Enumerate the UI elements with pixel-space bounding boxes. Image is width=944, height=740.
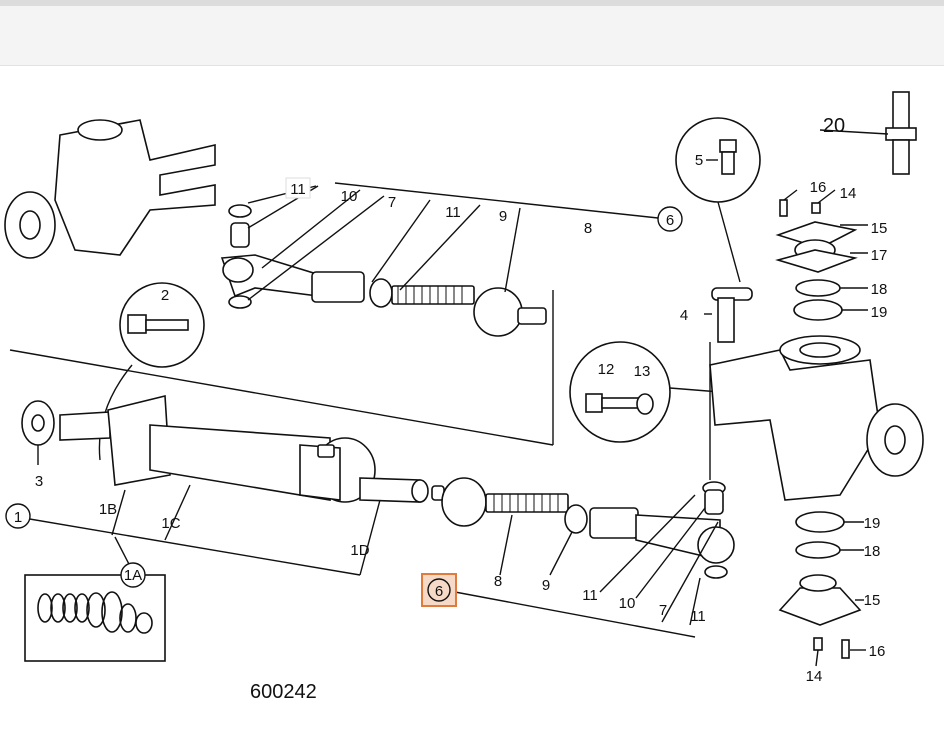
lower-tie-rod: [431, 477, 735, 579]
callout-11b[interactable]: 11: [445, 204, 461, 221]
callout-labels: 11 10 7 11 9 8 6 5 4 2 12 13 20 16 14 15…: [5, 115, 888, 685]
callout-5[interactable]: 5: [695, 152, 703, 169]
spring-kit-box: [24, 574, 166, 662]
bolt-detail-2: [98, 282, 205, 461]
upper-ball-joint: [775, 199, 858, 321]
callout-16b[interactable]: 16: [869, 643, 886, 660]
steering-knuckle-right: [709, 335, 924, 501]
callout-1b[interactable]: 1B: [99, 501, 117, 518]
callout-8b[interactable]: 8: [494, 573, 502, 590]
leader-lines: [11, 129, 889, 667]
callout-3[interactable]: 3: [35, 473, 43, 490]
callout-18b[interactable]: 18: [864, 543, 881, 560]
callout-6b[interactable]: 6: [435, 583, 443, 600]
callout-13[interactable]: 13: [634, 363, 651, 380]
callout-18a[interactable]: 18: [871, 281, 888, 298]
lower-ball-joint: [778, 511, 862, 659]
callout-14a[interactable]: 14: [840, 185, 857, 202]
callout-20[interactable]: 20: [823, 115, 845, 137]
callout-1a[interactable]: 1A: [124, 567, 142, 584]
callout-7a[interactable]: 7: [388, 194, 396, 211]
callout-4[interactable]: 4: [680, 307, 688, 324]
callout-10b[interactable]: 10: [619, 595, 636, 612]
upper-tie-rod: [9, 204, 554, 446]
callout-15a[interactable]: 15: [871, 220, 888, 237]
callout-6a[interactable]: 6: [666, 212, 674, 229]
callout-11d[interactable]: 11: [690, 608, 706, 625]
callout-8a[interactable]: 8: [584, 220, 592, 237]
hydraulic-cylinder: [21, 394, 429, 503]
callout-11c[interactable]: 11: [582, 587, 598, 604]
steering-knuckle-left: [4, 119, 216, 259]
diagram-reference-number: 600242: [250, 681, 317, 703]
callout-17[interactable]: 17: [871, 247, 888, 264]
callout-9a[interactable]: 9: [499, 208, 507, 225]
callout-2[interactable]: 2: [161, 287, 169, 304]
callout-10a[interactable]: 10: [341, 188, 358, 205]
top-toolbar: [0, 0, 944, 66]
callout-12[interactable]: 12: [598, 361, 615, 378]
bolt-detail-12-13: [569, 341, 721, 443]
callout-14b[interactable]: 14: [806, 668, 823, 685]
callout-11a[interactable]: 11: [290, 181, 306, 198]
callout-9b[interactable]: 9: [542, 577, 550, 594]
callout-1c[interactable]: 1C: [161, 515, 180, 532]
callout-19b[interactable]: 19: [864, 515, 881, 532]
callout-circle-6a: [657, 206, 683, 232]
parts-diagram: 11 10 7 11 9 8 6 5 4 2 12 13 20 16 14 15…: [4, 91, 924, 703]
callout-circle-1a: [120, 562, 146, 588]
callout-circle-1: [5, 503, 31, 529]
callout-15b[interactable]: 15: [864, 592, 881, 609]
callout-1d[interactable]: 1D: [350, 542, 369, 559]
callout-box-11a: [285, 177, 311, 199]
callout-7b[interactable]: 7: [659, 602, 667, 619]
pin-detail-5: [675, 117, 761, 343]
callout-1[interactable]: 1: [14, 509, 22, 526]
callout-16a[interactable]: 16: [810, 179, 827, 196]
callout-circle-6b: [427, 578, 451, 602]
stud-20: [885, 91, 917, 175]
callout-19a[interactable]: 19: [871, 304, 888, 321]
